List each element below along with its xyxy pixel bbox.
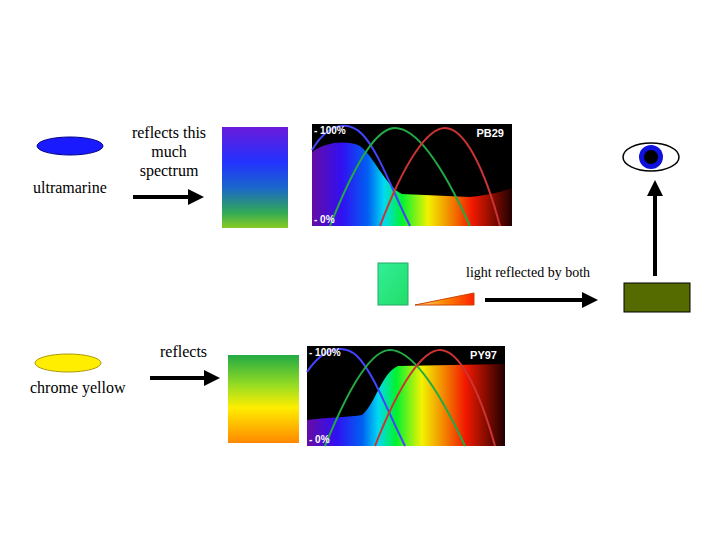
arrow-label: reflects — [160, 342, 207, 361]
pigment-node: chrome yellow — [26, 351, 146, 399]
axis-label: - 0% — [314, 214, 335, 226]
pigment-code: PB29 — [476, 127, 504, 140]
pigment-name: ultramarine — [33, 178, 107, 197]
reflectance-chart: PB29 - 100% - 0% — [312, 124, 512, 227]
axis-label: - 100% — [314, 125, 346, 137]
arrow-label: reflects this much spectrum — [126, 123, 212, 180]
pigment-code: PY97 — [470, 349, 497, 362]
pigment-name: chrome yellow — [30, 378, 126, 397]
axis-label: - 0% — [309, 434, 330, 446]
pigment-node: ultramarine — [28, 134, 138, 200]
reflectance-chart: PY97 - 100% - 0% — [307, 346, 505, 447]
arrow-label: light reflected by both — [466, 264, 590, 281]
axis-label: - 100% — [309, 347, 341, 359]
